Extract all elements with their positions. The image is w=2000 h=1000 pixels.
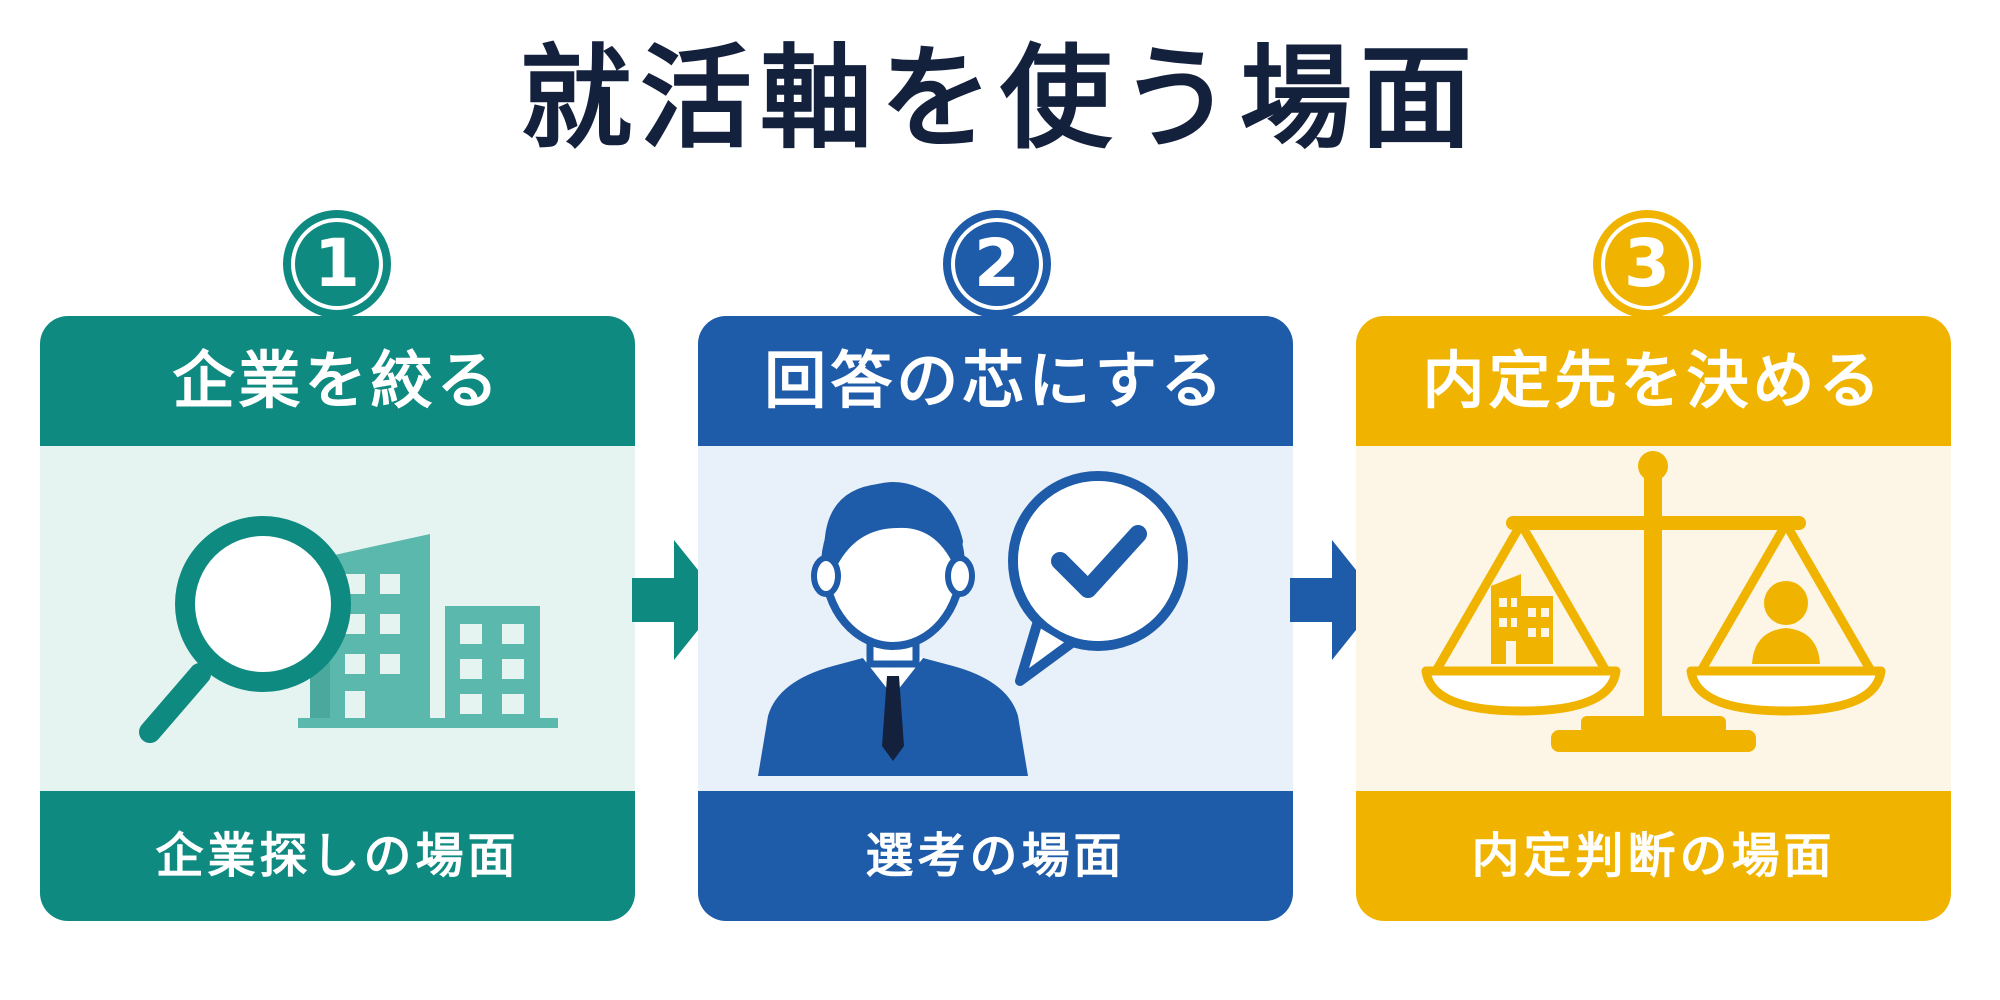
step-card-1: 企業を絞る	[40, 316, 635, 921]
step-card-3: 内定先を決める	[1356, 316, 1951, 921]
step-1-footer: 企業探しの場面	[40, 791, 635, 921]
businessman-with-check-bubble-icon	[758, 471, 1188, 776]
step-3-heading: 内定先を決める	[1356, 316, 1951, 446]
step-2-illustration	[698, 446, 1293, 791]
arrow-right-icon	[1290, 540, 1380, 660]
building-short-icon	[445, 606, 540, 718]
magnifier-over-buildings-icon	[139, 516, 558, 743]
step-1-number: 1	[295, 222, 379, 306]
step-card-2: 回答の芯にする 選考の場面	[698, 316, 1293, 921]
step-3-badge: 3	[1593, 210, 1701, 318]
check-speech-bubble-icon	[1008, 471, 1188, 686]
left-pan-icon	[1421, 519, 1621, 716]
right-pan-icon	[1686, 519, 1886, 716]
businessman-icon	[758, 482, 1028, 776]
step-2-footer: 選考の場面	[698, 791, 1293, 921]
step-2-badge: 2	[943, 210, 1051, 318]
magnifier-icon	[139, 516, 351, 743]
step-2-number: 2	[955, 222, 1039, 306]
arrow-right-icon	[632, 540, 722, 660]
person-icon	[1752, 581, 1820, 664]
page-title: 就活軸を使う場面	[520, 34, 1480, 164]
step-2-heading: 回答の芯にする	[698, 316, 1293, 446]
balance-scale-icon	[1421, 451, 1886, 752]
step-1-badge: 1	[283, 210, 391, 318]
step-3-illustration	[1356, 446, 1951, 791]
step-3-number: 3	[1605, 222, 1689, 306]
step-1-heading: 企業を絞る	[40, 316, 635, 446]
step-3-footer: 内定判断の場面	[1356, 791, 1951, 921]
step-1-illustration	[40, 446, 635, 791]
